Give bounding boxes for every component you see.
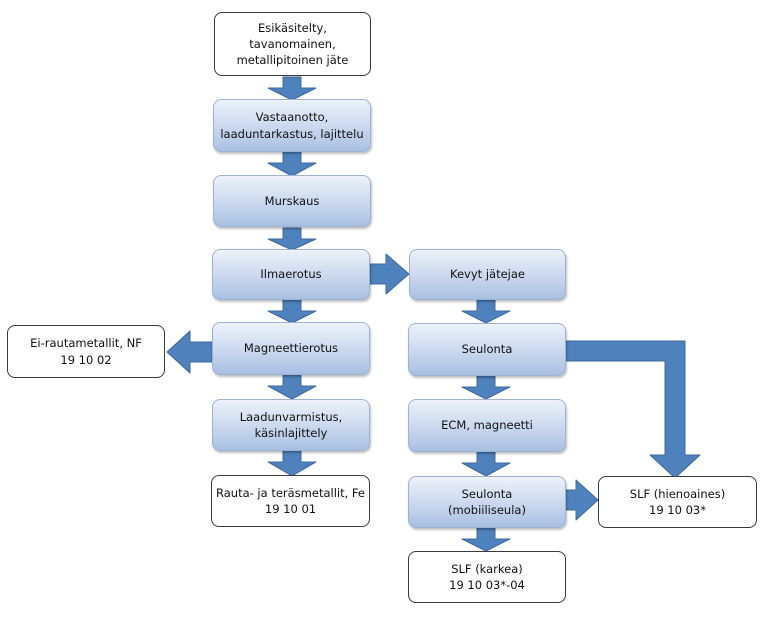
- slf-coarse-output-box: SLF (karkea) 19 10 03*-04: [408, 551, 566, 603]
- reception-box: Vastaanotto, laaduntarkastus, lajittelu: [213, 99, 371, 152]
- magnetic-separation-box: Magneettierotus: [212, 322, 370, 375]
- quality-assurance-box: Laadunvarmistus, käsinlajittely: [212, 399, 370, 451]
- slf-fine-output-box: SLF (hienoaines) 19 10 03*: [598, 476, 757, 528]
- arrow-screening-to-ecm: [461, 375, 511, 400]
- input-waste-box: Esikäsitelty, tavanomainen, metallipitoi…: [214, 12, 371, 76]
- ferrous-output-box: Rauta- ja teräsmetallit, Fe 19 10 01: [211, 475, 370, 527]
- screening-mobile-box: Seulonta (mobiiliseula): [408, 476, 566, 528]
- arrow-magnetic-to-nonferrous: [166, 330, 213, 374]
- ecm-magnet-box: ECM, magneetti: [408, 399, 566, 452]
- nonferrous-output-box: Ei-rautametallit, NF 19 10 02: [7, 325, 165, 378]
- arrow-reception-to-crushing: [267, 151, 317, 177]
- arrow-air-to-light: [369, 253, 410, 295]
- arrow-quality-to-ferrous: [267, 450, 317, 477]
- air-separation-box: Ilmaerotus: [212, 249, 370, 300]
- crushing-box: Murskaus: [213, 175, 371, 227]
- arrow-input-to-reception: [267, 76, 317, 101]
- arrow-magnetic-to-quality: [267, 374, 317, 400]
- light-fraction-box: Kevyt jätejae: [409, 249, 566, 300]
- arrow-light-to-screening: [461, 299, 511, 324]
- arrow-air-to-magnetic: [267, 299, 317, 324]
- screening-box: Seulonta: [408, 323, 566, 376]
- arrow-crushing-to-air: [267, 227, 317, 251]
- arrow-screening-to-slf-fine: [564, 340, 701, 479]
- arrow-screening-mobile-to-slf-coarse: [461, 527, 511, 552]
- arrow-ecm-to-screening-mobile: [461, 451, 511, 477]
- arrow-screening-mobile-to-slf-fine: [564, 479, 599, 521]
